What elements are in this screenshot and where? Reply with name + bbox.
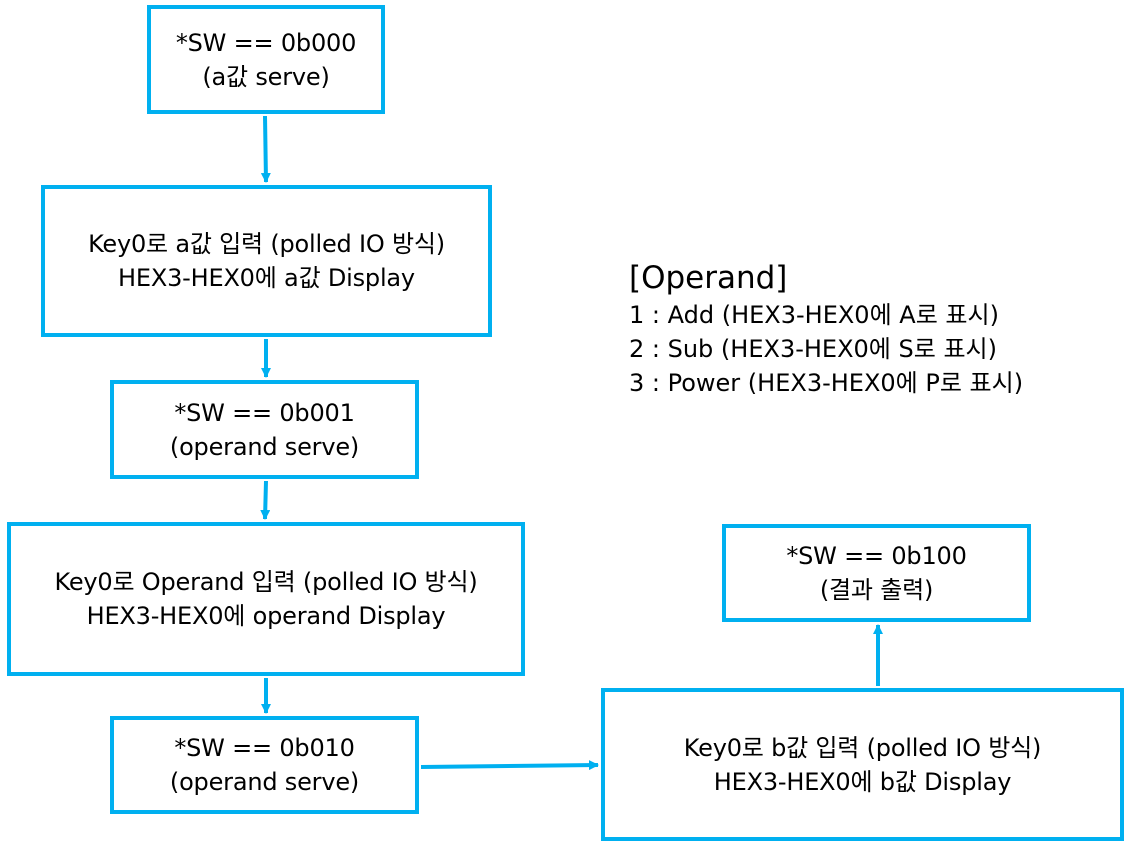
- arrow-1-to-2: [260, 115, 271, 183]
- arrow-3-to-4: [260, 480, 271, 520]
- box-input-b-line2: HEX3-HEX0에 b값 Display: [713, 767, 1012, 796]
- legend-item-power: 3 : Power (HEX3-HEX0에 P로 표시): [629, 369, 1024, 397]
- arrow-5-to-6: [420, 760, 599, 771]
- box-input-a-line1: Key0로 a값 입력 (polled IO 방식): [88, 230, 445, 258]
- box-sw-0b000-line2: (a값 serve): [202, 62, 330, 91]
- legend-title: [Operand]: [629, 260, 788, 296]
- box-input-a: Key0로 a값 입력 (polled IO 방식) HEX3-HEX0에 a값…: [41, 185, 492, 337]
- box-sw-0b010-line1: *SW == 0b010: [174, 734, 355, 762]
- box-sw-0b001: *SW == 0b001 (operand serve): [110, 380, 419, 479]
- box-input-operand-line1: Key0로 Operand 입력 (polled IO 방식): [54, 568, 478, 596]
- box-sw-0b010: *SW == 0b010 (operand serve): [110, 716, 419, 814]
- legend-item-add: 1 : Add (HEX3-HEX0에 A로 표시): [629, 301, 999, 329]
- box-input-operand-line2: HEX3-HEX0에 operand Display: [86, 602, 446, 630]
- box-sw-0b000-line1: *SW == 0b000: [175, 28, 357, 57]
- box-sw-0b100-line2: (결과 출력): [819, 576, 934, 604]
- box-sw-0b010-line2: (operand serve): [169, 768, 360, 796]
- legend-item-sub: 2 : Sub (HEX3-HEX0에 S로 표시): [629, 335, 997, 363]
- box-input-b-line1: Key0로 b값 입력 (polled IO 방식): [683, 733, 1042, 762]
- box-sw-0b001-line1: *SW == 0b001: [174, 398, 355, 427]
- box-input-b: Key0로 b값 입력 (polled IO 방식) HEX3-HEX0에 b값…: [601, 688, 1124, 841]
- box-sw-0b100: *SW == 0b100 (결과 출력): [722, 524, 1031, 622]
- box-input-a-line2: HEX3-HEX0에 a값 Display: [118, 264, 415, 292]
- operand-legend: [Operand] 1 : Add (HEX3-HEX0에 A로 표시) 2 :…: [629, 258, 1023, 400]
- box-input-operand: Key0로 Operand 입력 (polled IO 방식) HEX3-HEX…: [7, 522, 525, 676]
- box-sw-0b000: *SW == 0b000 (a값 serve): [147, 5, 385, 114]
- box-sw-0b001-line2: (operand serve): [169, 432, 360, 461]
- box-sw-0b100-line1: *SW == 0b100: [786, 542, 967, 570]
